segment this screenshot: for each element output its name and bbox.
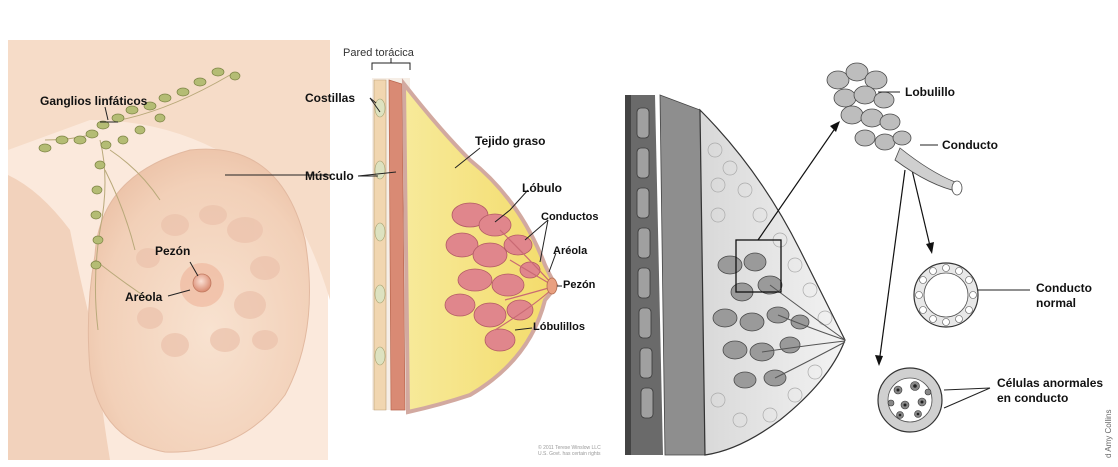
ribs xyxy=(374,80,386,410)
right-schematic xyxy=(625,63,1030,455)
label-lobulo: Lóbulo xyxy=(522,182,562,194)
label-celulas-anormales-2: en conducto xyxy=(997,392,1068,404)
middle-cross-section xyxy=(358,58,562,412)
label-musculo: Músculo xyxy=(305,170,354,182)
label-lobulillos-middle: Lóbulillos xyxy=(533,322,585,333)
label-areola-left: Aréola xyxy=(125,291,162,303)
nipple xyxy=(193,274,211,292)
label-conductos: Conductos xyxy=(541,212,598,223)
label-celulas-anormales-1: Células anormales xyxy=(997,377,1103,389)
dark-edge xyxy=(625,95,631,455)
label-costillas: Costillas xyxy=(305,92,355,104)
duct-opening xyxy=(952,181,962,195)
label-pezon-middle: Pezón xyxy=(563,280,595,291)
enlarged-lobule xyxy=(827,63,911,150)
label-pared-toracica: Pared torácica xyxy=(343,48,414,59)
label-lobulillo-right: Lobulillo xyxy=(905,86,955,98)
arrow-heads xyxy=(830,121,934,366)
muscle-band xyxy=(660,95,705,455)
label-conducto-right: Conducto xyxy=(942,139,998,151)
label-conducto-normal-2: normal xyxy=(1036,297,1076,309)
credit-winslow-line2: U.S. Govt. has certain rights xyxy=(538,452,601,458)
label-conducto-normal-1: Conducto xyxy=(1036,282,1092,294)
credit-amy-collins: d Amy Collins xyxy=(1104,410,1113,458)
label-pezon-left: Pezón xyxy=(155,245,190,257)
label-tejido-graso: Tejido graso xyxy=(475,135,545,147)
normal-duct-section xyxy=(914,263,978,327)
label-areola-middle: Aréola xyxy=(553,246,587,257)
label-ganglios-linfaticos: Ganglios linfáticos xyxy=(40,95,147,107)
nipple-section xyxy=(547,278,557,294)
abnormal-duct-section xyxy=(878,368,942,432)
